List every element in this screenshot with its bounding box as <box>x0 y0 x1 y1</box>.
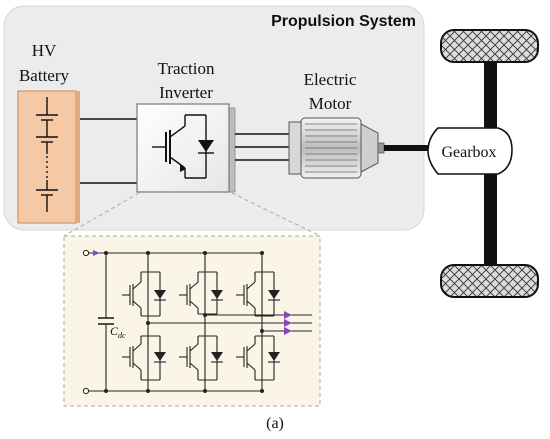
output-arrows <box>284 311 292 335</box>
traction-inverter <box>136 103 236 193</box>
motor-shaft <box>384 145 434 151</box>
battery-cell-symbols <box>36 97 58 212</box>
motor-label-line1: Electric <box>304 70 357 89</box>
electric-motor <box>288 117 385 179</box>
inverter-schematic-inset: Cdc <box>63 235 321 407</box>
battery-label-line1: HV <box>32 41 57 60</box>
system-title: Propulsion System <box>271 13 416 30</box>
hv-battery <box>17 90 80 224</box>
figure-caption: (a) <box>266 415 284 432</box>
capacitor-label: Cdc <box>110 324 126 340</box>
inverter-label-line1: Traction <box>158 59 215 78</box>
front-wheel <box>440 29 539 63</box>
inverter-label-line2: Inverter <box>159 83 213 102</box>
battery-label-line2: Battery <box>19 66 70 85</box>
upper-switches <box>122 271 280 317</box>
lower-switches <box>122 335 280 381</box>
input-arrow <box>93 250 100 256</box>
igbt-symbol <box>152 114 214 179</box>
zoom-line-right <box>231 192 321 237</box>
zoom-line-left <box>63 192 140 237</box>
motor-label-line2: Motor <box>309 94 352 113</box>
rear-wheel <box>440 264 539 298</box>
gearbox-label: Gearbox <box>441 144 496 161</box>
gearbox <box>427 127 513 175</box>
